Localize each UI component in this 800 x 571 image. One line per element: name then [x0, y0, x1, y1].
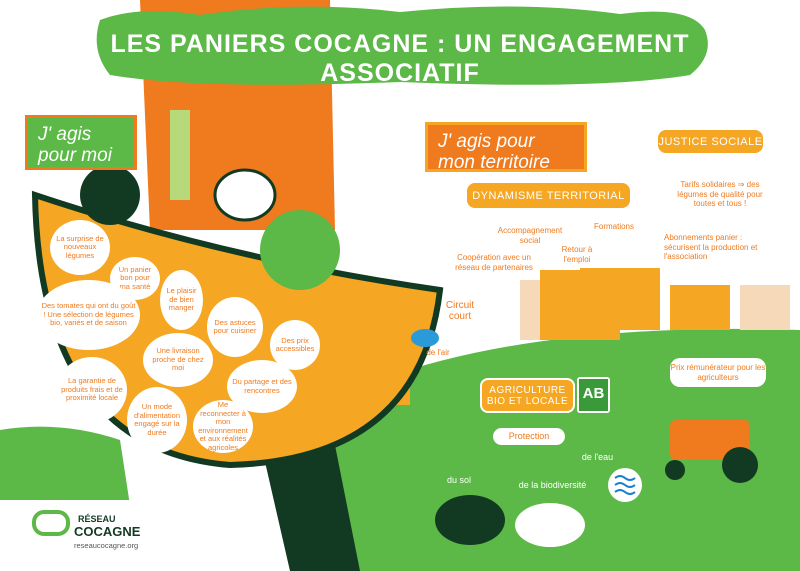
tag-for-me: J' agis pour moi: [25, 115, 137, 170]
logo-url[interactable]: reseaucocagne.org: [74, 541, 139, 550]
ab-logo-text: AB: [579, 379, 608, 411]
title-banner: [96, 6, 708, 85]
bubble-reconnect: Me reconnecter à mon environnement et au…: [193, 400, 253, 453]
village-buildings: [350, 268, 790, 405]
logo-line1: RÉSEAU: [78, 514, 116, 524]
bubble-cooking-tips: Des astuces pour cuisiner: [207, 297, 263, 357]
bubble-new-vegetables: La surprise de nouveaux légumes: [50, 220, 110, 275]
bubble-committed-diet: Un mode d'alimentation engagé sur la dur…: [127, 387, 187, 453]
bubble-delivery: Une livraison proche de chez moi: [143, 333, 213, 387]
abonnements-text: Abonnements panier : sécurisent la produ…: [664, 233, 758, 261]
biodiversite-text: de la biodiversité: [518, 480, 587, 490]
logo-line2: COCAGNE: [74, 524, 141, 539]
legs: [170, 420, 360, 571]
vegetables: [80, 110, 340, 290]
agriculture-box: AGRICULTURE BIO ET LOCALE: [480, 378, 575, 413]
cloud-icon: [411, 329, 439, 347]
dynamisme-box: DYNAMISME TERRITORIAL: [467, 183, 630, 208]
circuit-court-text: Circuit court: [445, 300, 475, 322]
soil-illustration: [435, 495, 505, 545]
formations-text: Formations: [593, 222, 634, 231]
cocagne-logo-icon: [32, 510, 70, 536]
prix-box: Prix rémunérateur pour les agriculteurs: [670, 358, 766, 387]
cooperation-text: Coopération avec un réseau de partenaire…: [455, 253, 533, 272]
accompagnement-text: Accompagnement social: [497, 226, 563, 245]
biodiversity-illustration: [515, 503, 585, 547]
tractor: [670, 420, 750, 460]
page-title: LES PANIERS COCAGNE : UN ENGAGEMENT ASSO…: [110, 30, 690, 87]
protection-box: Protection: [493, 428, 565, 445]
justice-box: JUSTICE SOCIALE: [658, 130, 763, 153]
ab-logo: AB: [577, 377, 610, 413]
bubble-fresh-products: La garantie de produits frais et de prox…: [57, 357, 127, 423]
eau-text: de l'eau: [581, 452, 614, 462]
air-text: de l'air: [426, 348, 450, 357]
bubble-prices: Des prix accessibles: [270, 320, 320, 370]
hand: [213, 168, 277, 222]
tag-for-territory: J' agis pour mon territoire: [425, 122, 587, 173]
sol-text: du sol: [446, 475, 472, 485]
bubble-eating-pleasure: Le plaisir de bien manger: [160, 270, 203, 330]
tarifs-text: Tarifs solidaires ⇒ des légumes de quali…: [677, 180, 763, 208]
retour-emploi-text: Retour à l'emploi: [561, 245, 593, 264]
bubble-selection: Des tomates qui ont du goût ! Une sélect…: [37, 280, 140, 350]
